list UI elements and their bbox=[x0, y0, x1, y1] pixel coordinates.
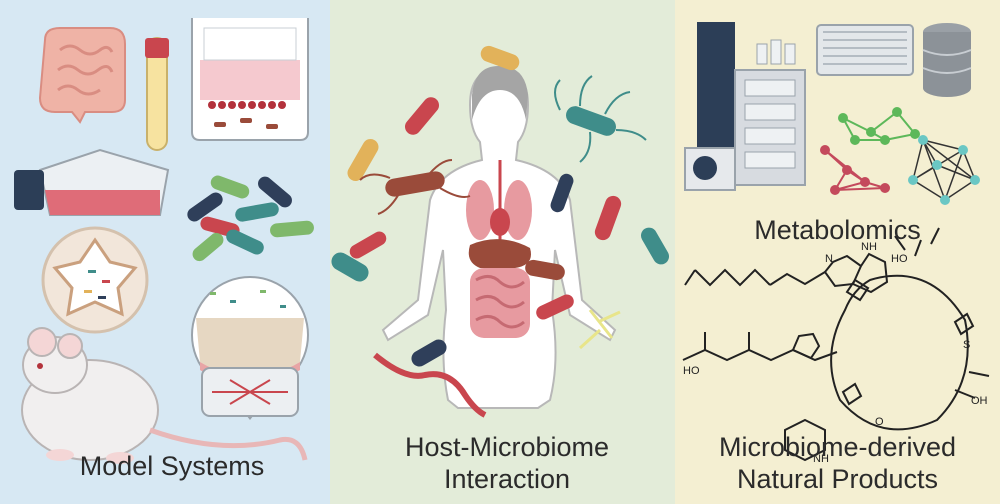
host-microbiome-panel: Host-Microbiome Interaction bbox=[330, 0, 675, 504]
host-microbiome-title-line1: Host-Microbiome bbox=[404, 432, 610, 462]
mucosa-zoom-icon bbox=[191, 276, 309, 420]
model-systems-illustrations bbox=[0, 0, 330, 504]
human-body-icon bbox=[381, 65, 617, 409]
natural-products-illustrations: NH HO HO OH S O NH N bbox=[675, 0, 1000, 504]
mouse-icon bbox=[21, 327, 308, 464]
nh-label: NH bbox=[861, 241, 877, 253]
lcms-instrument-icon bbox=[684, 22, 806, 191]
intestine-icon bbox=[38, 27, 126, 124]
network-green-icon bbox=[838, 107, 920, 145]
natural-products-title-line2: Natural Products bbox=[736, 464, 939, 494]
nh-label-bottom: NH bbox=[813, 453, 829, 465]
structure-labels: NH HO HO OH S O NH N bbox=[683, 241, 988, 465]
database-icon bbox=[922, 23, 972, 97]
model-systems-panel: Model Systems bbox=[0, 0, 330, 504]
ho-label-left: HO bbox=[683, 365, 700, 377]
host-microbiome-title-line2: Interaction bbox=[443, 464, 571, 494]
bacteria-group-icon bbox=[331, 45, 669, 418]
network-teal-icon bbox=[908, 135, 980, 205]
host-microbiome-illustrations bbox=[330, 0, 675, 504]
indole-structure-icon bbox=[684, 252, 889, 294]
o-label: O bbox=[875, 416, 884, 428]
bacteria-cluster-icon bbox=[187, 175, 314, 262]
transwell-icon bbox=[191, 18, 309, 141]
organoid-icon bbox=[41, 226, 149, 334]
metabolomics-label: Metabolomics bbox=[754, 215, 921, 245]
natural-products-panel: NH HO HO OH S O NH N Metabolomics Microb… bbox=[675, 0, 1000, 504]
well-plate-icon bbox=[816, 24, 914, 76]
oh-label: OH bbox=[971, 395, 988, 407]
network-red-icon bbox=[820, 145, 890, 195]
peptide-macrocycle-icon bbox=[682, 227, 990, 462]
model-systems-title: Model Systems bbox=[79, 451, 265, 481]
s-label: S bbox=[963, 339, 970, 351]
n-label: N bbox=[825, 253, 833, 265]
ho-label-top: HO bbox=[891, 253, 908, 265]
culture-flask-icon bbox=[14, 148, 170, 216]
natural-products-title-line1: Microbiome-derived bbox=[718, 432, 957, 462]
blood-tube-icon bbox=[145, 37, 169, 151]
